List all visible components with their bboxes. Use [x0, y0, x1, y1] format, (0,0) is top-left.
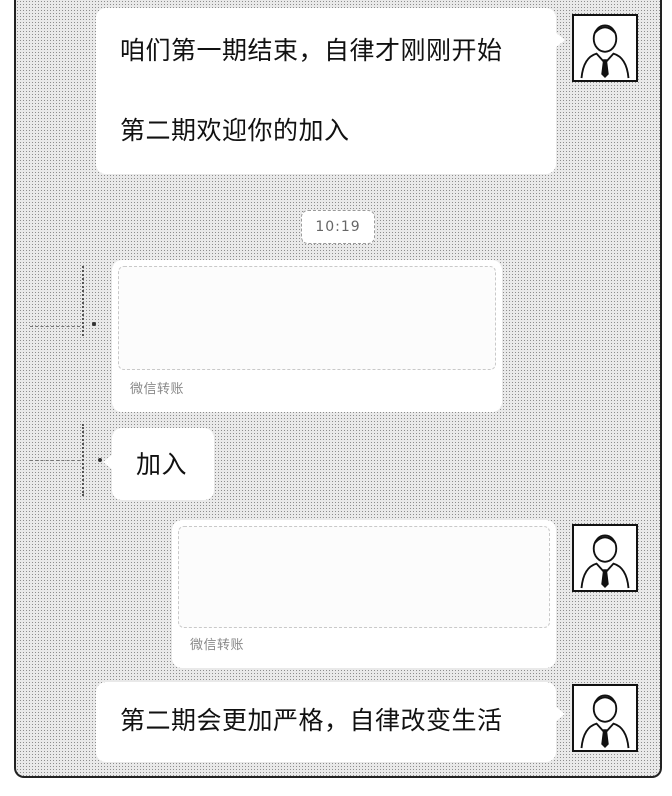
transfer-card[interactable]: 微信转账: [112, 260, 502, 412]
message-bubble-incoming[interactable]: 加入: [103, 428, 214, 500]
person-with-tie-icon: [580, 534, 630, 589]
message-bubble-outgoing[interactable]: 第二期会更加严格，自律改变生活: [96, 682, 565, 762]
message-bubble-outgoing[interactable]: 咱们第一期结束，自律才刚刚开始 第二期欢迎你的加入: [96, 8, 565, 174]
message-text-line: 第二期会更加严格，自律改变生活: [120, 706, 503, 735]
sender-indicator: [30, 326, 80, 327]
transfer-card-label: 微信转账: [130, 382, 185, 397]
avatar[interactable]: [572, 524, 638, 592]
sender-indicator: [92, 322, 96, 326]
sender-indicator: [82, 424, 84, 496]
person-with-tie-icon: [580, 694, 630, 749]
timestamp: 10:19: [301, 210, 375, 244]
transfer-card-body: [178, 526, 550, 628]
transfer-card-label: 微信转账: [190, 638, 245, 653]
message-text-line: 加入: [136, 450, 188, 479]
sender-indicator: [30, 460, 80, 461]
sender-indicator: [82, 266, 84, 336]
message-text-line: 咱们第一期结束，自律才刚刚开始: [120, 36, 503, 65]
chat-window: 咱们第一期结束，自律才刚刚开始 第二期欢迎你的加入 10:19 微信转账 加入 …: [14, 0, 662, 778]
transfer-card[interactable]: 微信转账: [172, 520, 556, 668]
avatar[interactable]: [572, 684, 638, 752]
sender-indicator: [98, 458, 102, 462]
avatar[interactable]: [572, 14, 638, 82]
message-text-line: 第二期欢迎你的加入: [120, 116, 350, 145]
transfer-card-body: [118, 266, 496, 370]
person-with-tie-icon: [580, 24, 630, 79]
